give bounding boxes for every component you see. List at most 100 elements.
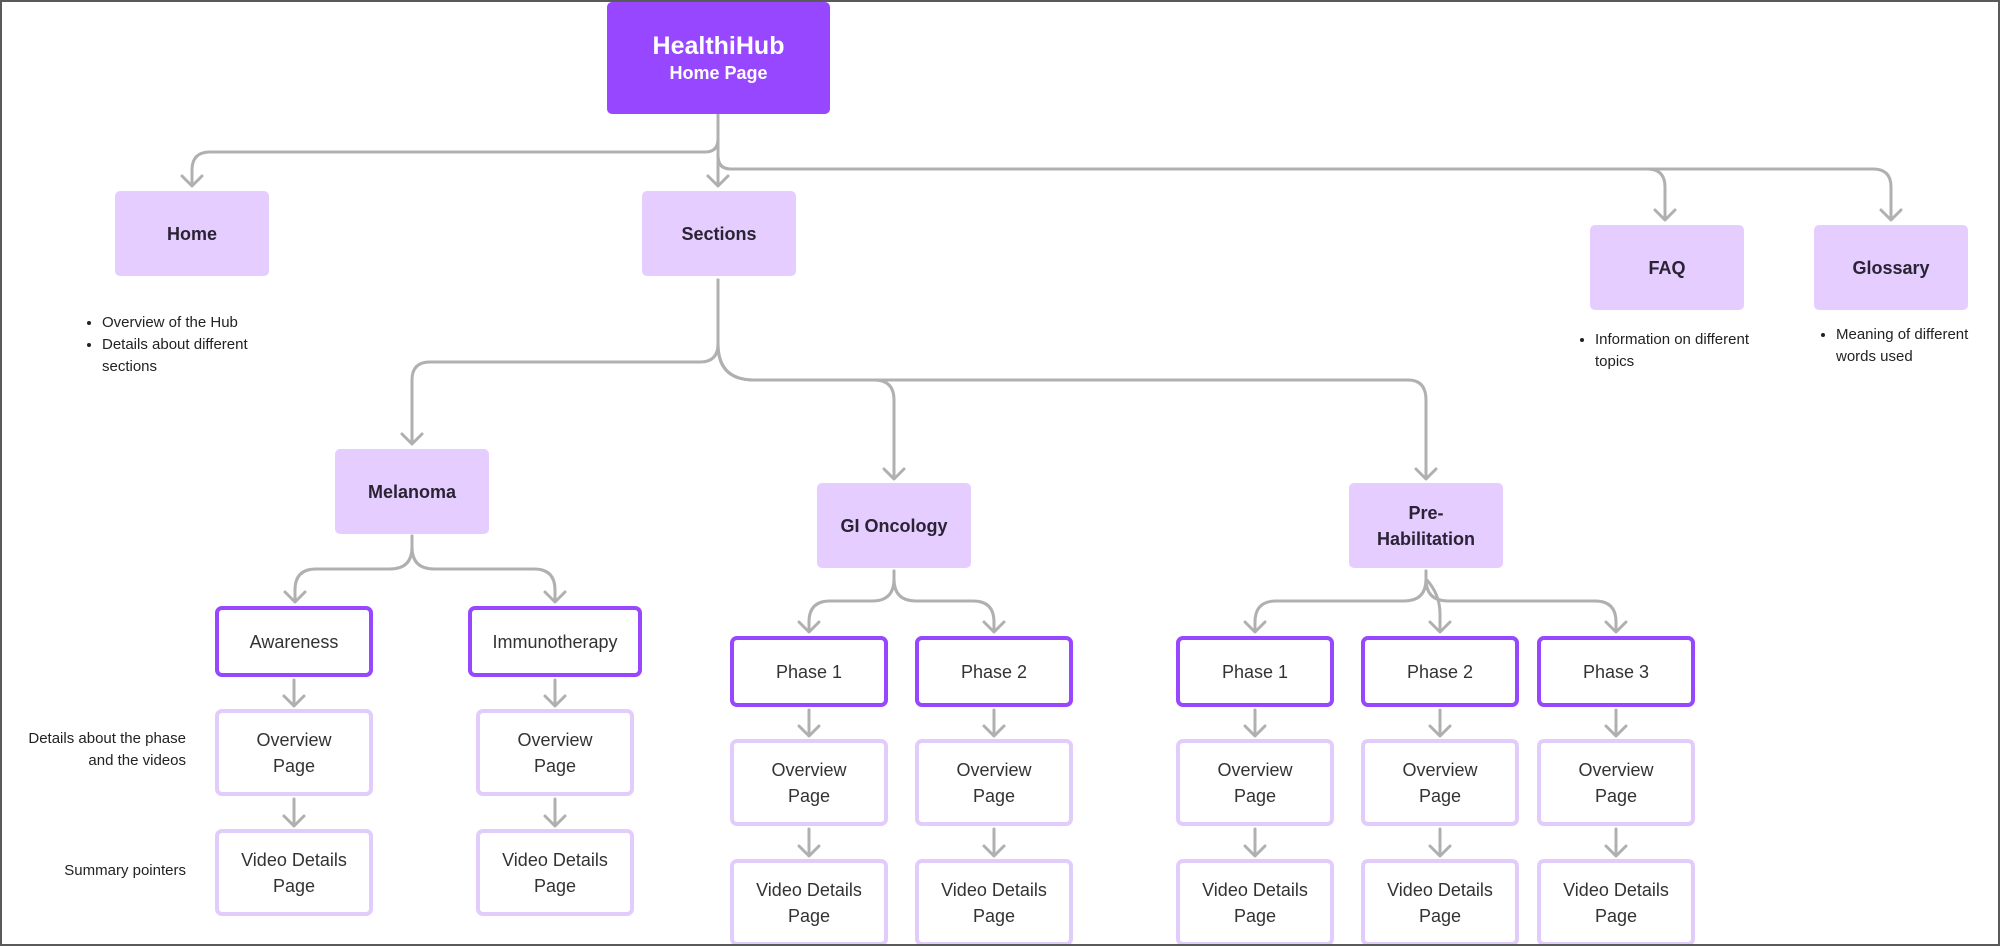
- phase-immunotherapy[interactable]: Immunotherapy: [468, 606, 642, 677]
- root-node[interactable]: HealthiHub Home Page: [607, 2, 830, 114]
- category-glossary[interactable]: Glossary: [1814, 225, 1968, 310]
- section-gi-oncology-label: GI Oncology: [840, 515, 948, 536]
- arrowhead: [1653, 208, 1677, 222]
- section-melanoma-label: Melanoma: [367, 481, 457, 502]
- connector-prehab-phase1: [1253, 569, 1428, 633]
- arrowhead: [882, 467, 906, 481]
- overview-page-node[interactable]: Overview Page: [915, 739, 1073, 826]
- arrowhead: [180, 174, 204, 188]
- arrowhead: [706, 174, 730, 188]
- phase-gi-phase-1[interactable]: Phase 1: [730, 636, 888, 707]
- connector-phase-overview: [1428, 708, 1452, 738]
- arrowhead: [400, 432, 424, 446]
- arrowhead: [1879, 208, 1903, 222]
- faq-notes: Information on different topics: [1575, 329, 1775, 373]
- category-faq-label: FAQ: [1648, 257, 1686, 278]
- connector-phase-overview: [1604, 708, 1628, 738]
- overview-page-label: Overview Page: [517, 729, 593, 776]
- video-details-page-label: Video Details Page: [502, 849, 608, 896]
- phase-label: Phase 2: [1406, 661, 1474, 682]
- faq-note-item: Information on different topics: [1595, 329, 1775, 373]
- overview-page-node[interactable]: Overview Page: [1537, 739, 1695, 826]
- overview-page-label: Overview Page: [1578, 759, 1654, 806]
- overview-page-label: Overview Page: [956, 759, 1032, 806]
- section-melanoma[interactable]: Melanoma: [335, 449, 489, 534]
- video-details-page-node[interactable]: Video Details Page: [1176, 859, 1334, 944]
- overview-page-node[interactable]: Overview Page: [215, 709, 373, 796]
- connector-overview-video: [1604, 827, 1628, 858]
- home-notes: Overview of the Hub Details about differ…: [82, 312, 282, 378]
- video-details-page-node[interactable]: Video Details Page: [915, 859, 1073, 944]
- connector-overview-video: [797, 827, 821, 858]
- overview-page-node[interactable]: Overview Page: [730, 739, 888, 826]
- connector-root-glossary: [716, 113, 1893, 221]
- phase-gi-phase-2[interactable]: Phase 2: [915, 636, 1073, 707]
- video-details-page-label: Video Details Page: [1563, 879, 1669, 926]
- connector-root-home: [190, 113, 720, 187]
- category-home-label: Home: [166, 223, 217, 244]
- video-details-page-label: Video Details Page: [1387, 879, 1493, 926]
- connector-phase-overview: [282, 678, 306, 708]
- root-subtitle: Home Page: [669, 63, 768, 83]
- connector-gi-phase2: [892, 569, 996, 633]
- side-label-overview: Details about the phase and the videos: [28, 730, 186, 769]
- arrowhead: [1604, 620, 1628, 634]
- phase-label: Phase 3: [1582, 661, 1650, 682]
- overview-page-node[interactable]: Overview Page: [1361, 739, 1519, 826]
- connector-overview-video: [543, 797, 567, 828]
- connector-phase-overview: [797, 708, 821, 738]
- connector-gi-phase1: [807, 569, 896, 633]
- phase-label: Phase 1: [775, 661, 843, 682]
- connector-melanoma-immunotherapy: [410, 534, 557, 603]
- connector-sections-melanoma: [410, 278, 720, 445]
- video-details-page-label: Video Details Page: [241, 849, 347, 896]
- home-note-item: Details about different sections: [102, 334, 282, 378]
- video-details-page-node[interactable]: Video Details Page: [730, 859, 888, 944]
- arrowhead: [283, 590, 307, 604]
- glossary-note-item: Meaning of different words used: [1836, 324, 1998, 368]
- video-details-page-node[interactable]: Video Details Page: [476, 829, 634, 916]
- video-details-page-label: Video Details Page: [941, 879, 1047, 926]
- connector-root-faq: [716, 113, 1667, 221]
- category-sections[interactable]: Sections: [642, 191, 796, 276]
- phase-immunotherapy-label: Immunotherapy: [492, 631, 618, 652]
- overview-page-node[interactable]: Overview Page: [476, 709, 634, 796]
- phase-prehab-phase-3[interactable]: Phase 3: [1537, 636, 1695, 707]
- home-note-item: Overview of the Hub: [102, 312, 282, 334]
- phase-awareness-label: Awareness: [249, 631, 339, 652]
- section-gi-oncology[interactable]: GI Oncology: [817, 483, 971, 568]
- arrowhead: [1414, 467, 1438, 481]
- arrowhead: [1243, 620, 1267, 634]
- phase-prehab-phase-1[interactable]: Phase 1: [1176, 636, 1334, 707]
- video-details-page-node[interactable]: Video Details Page: [1537, 859, 1695, 944]
- root-title: HealthiHub: [652, 32, 785, 60]
- section-prehabilitation-label: Pre-Habilitation: [1377, 502, 1475, 549]
- category-home[interactable]: Home: [115, 191, 269, 276]
- arrowhead: [982, 620, 1006, 634]
- category-faq[interactable]: FAQ: [1590, 225, 1744, 310]
- connector-overview-video: [282, 797, 306, 828]
- overview-page-label: Overview Page: [1217, 759, 1293, 806]
- phase-prehab-phase-2[interactable]: Phase 2: [1361, 636, 1519, 707]
- overview-page-label: Overview Page: [771, 759, 847, 806]
- overview-page-node[interactable]: Overview Page: [1176, 739, 1334, 826]
- connector-sections-prehab: [716, 278, 1428, 480]
- arrowhead: [797, 620, 821, 634]
- category-sections-label: Sections: [681, 223, 757, 244]
- video-details-page-label: Video Details Page: [756, 879, 862, 926]
- section-prehabilitation[interactable]: Pre-Habilitation: [1349, 483, 1503, 568]
- phase-awareness[interactable]: Awareness: [215, 606, 373, 677]
- phase-label: Phase 2: [960, 661, 1028, 682]
- connector-prehab-phase3: [1424, 569, 1618, 633]
- glossary-notes: Meaning of different words used: [1816, 324, 1998, 368]
- video-details-page-node[interactable]: Video Details Page: [215, 829, 373, 916]
- overview-page-label: Overview Page: [256, 729, 332, 776]
- video-details-page-node[interactable]: Video Details Page: [1361, 859, 1519, 944]
- connector-overview-video: [1428, 827, 1452, 858]
- connector-phase-overview: [1243, 708, 1267, 738]
- connector-overview-video: [982, 827, 1006, 858]
- phase-label: Phase 1: [1221, 661, 1289, 682]
- connector-phase-overview: [982, 708, 1006, 738]
